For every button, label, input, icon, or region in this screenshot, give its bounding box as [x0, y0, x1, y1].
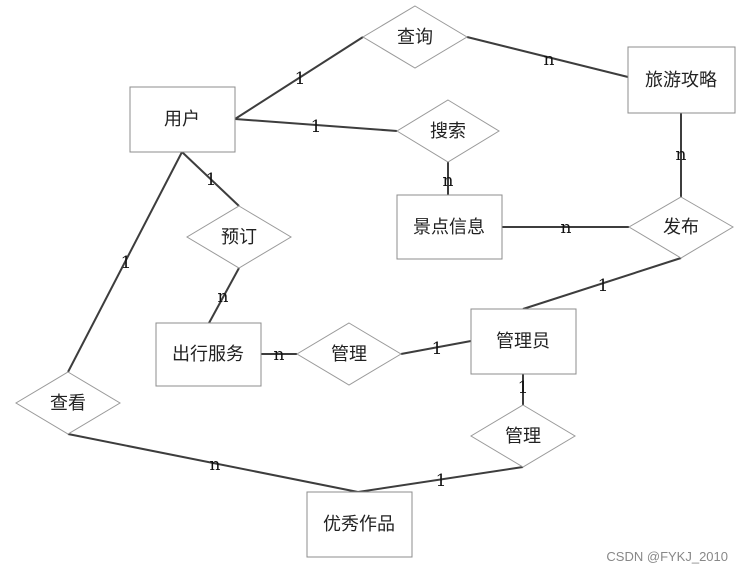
entity-travel-guide: 旅游攻略: [627, 46, 736, 114]
entity-excellent-works: 优秀作品: [306, 491, 413, 558]
card-user-search: 1: [311, 117, 322, 137]
relation-book: 预订: [186, 205, 292, 269]
relation-view-label: 查看: [50, 393, 86, 414]
entity-user: 用户: [129, 86, 236, 153]
entity-excellent-works-label: 优秀作品: [323, 514, 395, 535]
entity-travel-service: 出行服务: [155, 322, 262, 387]
line-user-book: [181, 151, 240, 207]
card-admin-manage2: 1: [518, 378, 529, 398]
relation-publish-label: 发布: [663, 217, 699, 238]
entities: 用户 旅游攻略 景点信息 出行服务 管理员 优秀作品: [129, 46, 736, 558]
entity-travel-guide-label: 旅游攻略: [645, 70, 717, 91]
line-user-search: [234, 118, 398, 132]
relation-manage-service: 管理: [296, 322, 402, 386]
line-publish-admin: [522, 257, 682, 310]
entity-travel-service-label: 出行服务: [172, 344, 244, 365]
relation-view: 查看: [15, 371, 121, 435]
line-user-query: [234, 36, 364, 120]
entity-admin-label: 管理员: [496, 331, 550, 352]
card-user-query: 1: [295, 69, 306, 89]
entity-admin: 管理员: [470, 308, 577, 375]
watermark: CSDN @FYKJ_2010: [606, 549, 728, 564]
entity-user-label: 用户: [164, 109, 200, 130]
relation-manage-works-label: 管理: [505, 426, 541, 447]
line-query-guide: [466, 36, 629, 78]
relation-manage-works: 管理: [470, 404, 576, 468]
card-manage-admin: 1: [432, 339, 443, 359]
card-query-guide: n: [544, 50, 555, 70]
entity-scenic-info: 景点信息: [396, 194, 503, 260]
card-user-view: 1: [121, 253, 132, 273]
relation-query-label: 查询: [397, 27, 433, 48]
card-user-book: 1: [206, 170, 217, 190]
relation-search-label: 搜索: [430, 121, 466, 142]
line-user-view: [67, 151, 183, 373]
card-manage2-works: 1: [436, 471, 447, 491]
relation-publish: 发布: [628, 196, 734, 259]
relation-search: 搜索: [396, 99, 500, 163]
relation-query: 查询: [362, 5, 468, 69]
card-service-manage: n: [274, 345, 285, 365]
connectors: [67, 36, 682, 493]
cardinality-labels: 1 n 1 n n n 1 1 n n 1 1 1 1 n: [121, 50, 687, 491]
relation-manage-service-label: 管理: [331, 344, 367, 365]
card-book-service: n: [218, 287, 229, 307]
relation-book-label: 预订: [221, 227, 257, 248]
card-scenic-publish: n: [561, 218, 572, 238]
line-manage-admin: [400, 340, 472, 355]
card-publish-admin: 1: [598, 276, 609, 296]
line-book-service: [208, 267, 240, 324]
card-view-works: n: [210, 455, 221, 475]
card-guide-publish: n: [676, 145, 687, 165]
relations: 查询 搜索 预订 发布 管理 管理 查看: [15, 5, 734, 468]
entity-scenic-info-label: 景点信息: [413, 217, 485, 238]
line-view-works: [67, 433, 359, 493]
line-manage2-works: [357, 466, 524, 493]
card-search-scenic: n: [443, 171, 454, 191]
